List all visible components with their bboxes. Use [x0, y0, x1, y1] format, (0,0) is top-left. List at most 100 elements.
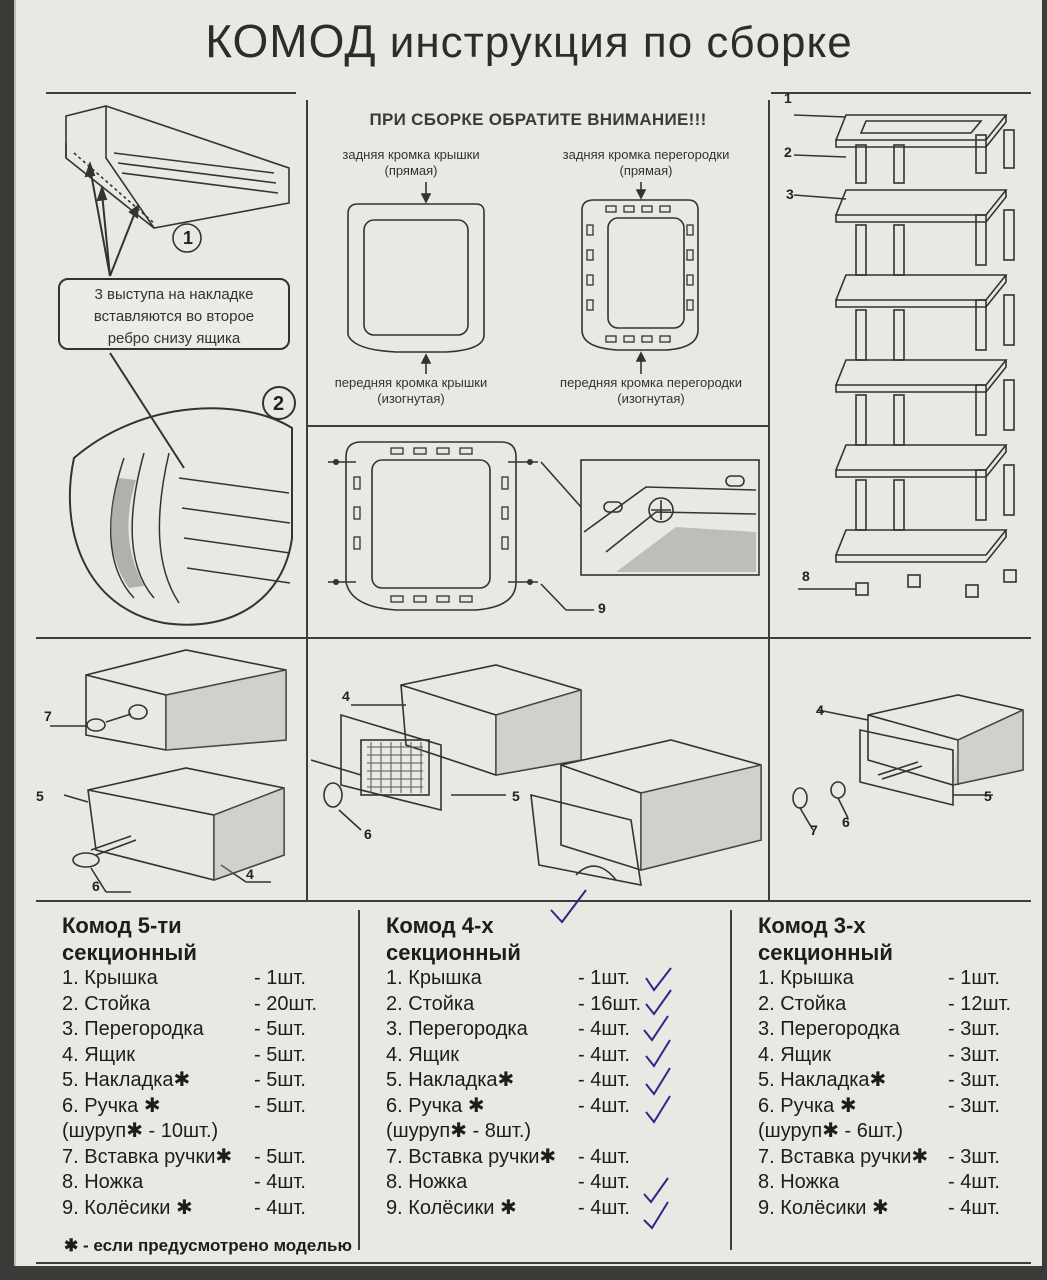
list-item: 1. Крышка - 1шт.: [758, 966, 1047, 992]
list-item: 2. Стойка- 20шт.: [62, 992, 352, 1018]
list-item: 3. Перегородка- 5шт.: [62, 1017, 352, 1043]
item-name: 7. Вставка ручки✱: [62, 1145, 233, 1168]
item-name: 5. Накладка✱: [386, 1069, 515, 1091]
item-name: 2. Стойка: [62, 992, 151, 1015]
attention-heading: ПРИ СБОРКЕ ОБРАТИТЕ ВНИМАНИЕ!!!: [369, 110, 707, 129]
list-item: 1. Крышка - 1шт.: [62, 966, 352, 992]
item-qty: - 4шт.: [578, 1094, 630, 1117]
item-qty: - 4шт.: [578, 1171, 630, 1193]
item-qty: - 4шт.: [948, 1196, 1000, 1219]
step2-label: 2: [273, 393, 284, 415]
tab-insertion-note: 3 выступа на накладке вставляются во вто…: [58, 278, 290, 350]
drawer-4-section-diagram: [311, 664, 762, 887]
item-name: 9. Колёсики ✱: [62, 1196, 193, 1219]
item-name: 1. Крышка: [62, 967, 158, 989]
label-6c: 6: [842, 814, 850, 830]
item-qty: - 5шт.: [254, 1069, 306, 1091]
list-item: 9. Колёсики ✱- 4шт.: [758, 1196, 1047, 1222]
list-4-heading-2: секционный: [386, 940, 521, 965]
label-4a: 4: [246, 866, 254, 882]
footnote: ✱ - если предусмотрено моделью: [64, 1236, 352, 1255]
label-5b: 5: [512, 788, 520, 804]
divider-list1: [358, 910, 360, 1250]
item-qty: - 1шт.: [254, 967, 306, 989]
divider-row2: [36, 637, 1031, 639]
item-qty: - 1шт.: [578, 967, 630, 989]
list-item: 4. Ящик - 3шт.: [758, 1043, 1047, 1069]
drawer-front-diagram: 1 2: [65, 105, 296, 626]
note-line-1: 3 выступа на накладке: [94, 286, 254, 303]
item-qty: - 3шт.: [948, 1043, 1000, 1066]
item-qty: - 4шт.: [578, 1196, 630, 1219]
list-3-heading-2: секционный: [758, 940, 893, 965]
list-item: 6. Ручка ✱ - 5шт.: [62, 1094, 352, 1120]
parts-list-3-section: Комод 3-х секционный 1. Крышка - 1шт. 2. С…: [758, 912, 1047, 1221]
lid-back-edge-label: задняя кромка крышки (прямая): [342, 147, 480, 178]
list-3-heading-1: Комод 3-х: [758, 913, 866, 938]
item-qty: - 12шт.: [948, 992, 1012, 1015]
label-5c: 5: [984, 788, 992, 804]
item-name: 1. Крышка: [758, 967, 854, 989]
list-item: 8. Ножка- 4шт.: [386, 1170, 726, 1196]
label-4c: 4: [816, 702, 824, 718]
item-name: 4. Ящик: [62, 1043, 136, 1066]
list-item: 4. Ящик- 4шт.: [386, 1043, 726, 1069]
list-item: 9. Колёсики ✱ - 4шт.: [386, 1196, 726, 1222]
list-item: 2. Стойка- 16шт.: [386, 992, 726, 1018]
divider-mid: [308, 425, 768, 427]
list-item: 6. Ручка ✱- 3шт.: [758, 1094, 1047, 1120]
label-7c: 7: [810, 822, 818, 838]
item-qty: - 5шт.: [254, 1094, 306, 1117]
list-item: 5. Накладка✱ - 4шт.: [386, 1068, 726, 1094]
item-name: 2. Стойка: [758, 992, 847, 1015]
note-line-2: вставляются во второе: [93, 308, 255, 325]
list-item: 8. Ножка- 4шт.: [758, 1170, 1047, 1196]
drawer-3-section-diagram: [792, 694, 1024, 831]
list-item: 7. Вставка ручки✱- 4шт.: [386, 1145, 726, 1171]
label-7a: 7: [44, 708, 52, 724]
lid-partition-diagram: [347, 182, 699, 374]
item-name: 5. Накладка✱: [62, 1069, 191, 1091]
label-6a: 6: [92, 878, 100, 894]
item-name: 4. Ящик: [386, 1043, 460, 1066]
item-qty: - 4шт.: [578, 1069, 630, 1091]
partition-back-edge-label: задняя кромка перегородки (прямая): [562, 147, 730, 178]
item-name: 3. Перегородка: [758, 1018, 900, 1040]
list-5-heading-1: Комод 5-ти: [62, 913, 182, 938]
label-3: 3: [786, 186, 794, 202]
item-name: 4. Ящик: [758, 1043, 832, 1066]
list-item: 4. Ящик - 5шт.: [62, 1043, 352, 1069]
item-qty: - 5шт.: [254, 1043, 306, 1066]
list-4-heading-1: Комод 4-х: [386, 913, 494, 938]
list-5-heading-2: секционный: [62, 940, 197, 965]
title-brand: КОМОД: [205, 15, 377, 67]
list-item: 6. Ручка ✱ - 4шт.: [386, 1094, 726, 1120]
label-6b: 6: [364, 826, 372, 842]
item-qty: - 4шт.: [948, 1171, 1000, 1193]
label-2: 2: [784, 144, 792, 160]
label-4b: 4: [342, 688, 350, 704]
item-qty: - 3шт.: [948, 1069, 1000, 1091]
item-name: 8. Ножка: [62, 1171, 144, 1193]
item-qty: - 4шт.: [254, 1196, 306, 1219]
list-item: 7. Вставка ручки✱- 5шт.: [62, 1145, 352, 1171]
partition-front-edge-label: передняя кромка перегородки (изогнутая): [560, 375, 742, 406]
lid-front-edge-label: передняя кромка крышки (изогнутая): [334, 375, 488, 406]
list-item: 5. Накладка✱- 3шт.: [758, 1068, 1047, 1094]
item-qty: - 4шт.: [578, 1145, 630, 1168]
item-name: 9. Колёсики ✱: [386, 1196, 517, 1219]
divider-v2: [768, 100, 770, 900]
item-name: 3. Перегородка: [62, 1018, 204, 1040]
item-name: 6. Ручка ✱: [386, 1094, 485, 1117]
item-name: 2. Стойка: [386, 992, 475, 1015]
list-item: 3. Перегородка- 4шт.: [386, 1017, 726, 1043]
assembly-tower-diagram: [793, 114, 1017, 598]
list-item: (шуруп✱ - 10шт.): [62, 1119, 352, 1145]
wheels-diagram: [328, 441, 760, 611]
list-item: 2. Стойка - 12шт.: [758, 992, 1047, 1018]
list-item: 9. Колёсики ✱ - 4шт.: [62, 1196, 352, 1222]
item-name: 1. Крышка: [386, 967, 482, 989]
item-name: 6. Ручка ✱: [62, 1094, 161, 1117]
list-item: (шуруп✱ - 6шт.): [758, 1119, 1047, 1145]
item-qty: - 1шт.: [948, 967, 1000, 989]
